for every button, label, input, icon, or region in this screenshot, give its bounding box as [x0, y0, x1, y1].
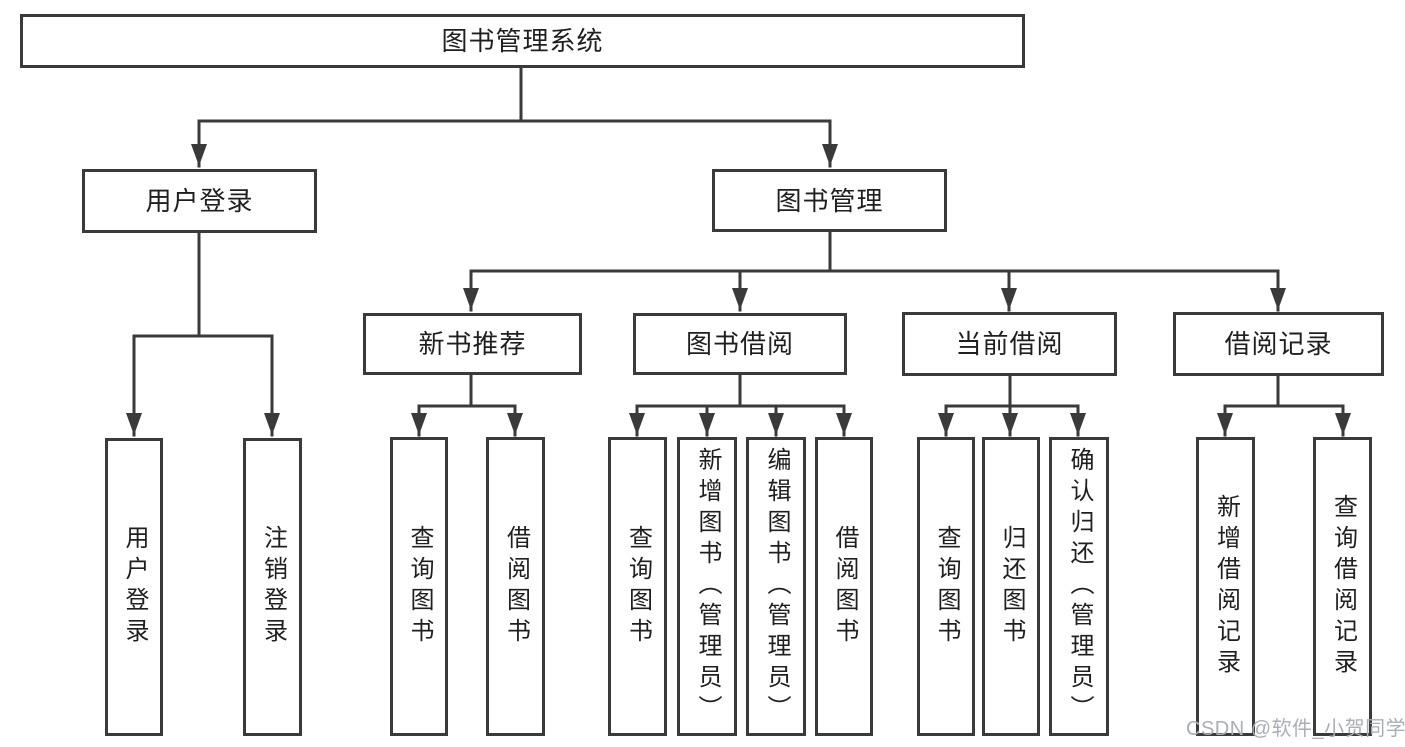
- node-current-borrow-label: 当前借阅: [955, 329, 1064, 359]
- csdn-watermark: CSDN @软件_小贺同学: [1186, 718, 1405, 740]
- leaf-edit-book-admin: 编辑图书（管理员）: [746, 437, 806, 736]
- node-user-login: 用户登录: [82, 169, 317, 233]
- leaf-query-books-2-label: 查询图书: [624, 524, 652, 649]
- node-borrow-records-label: 借阅记录: [1224, 329, 1333, 359]
- leaf-return-book: 归还图书: [982, 437, 1040, 736]
- leaf-query-borrow-record-label: 查询借阅记录: [1329, 493, 1357, 680]
- leaf-edit-book-admin-label: 编辑图书（管理员）: [763, 447, 790, 726]
- leaf-query-borrow-record: 查询借阅记录: [1313, 437, 1372, 736]
- leaf-query-books-3-label: 查询图书: [933, 524, 960, 649]
- leaf-add-borrow-record-label: 新增借阅记录: [1212, 493, 1240, 680]
- tree-trunk-lines: [132, 66, 1345, 408]
- node-root-label: 图书管理系统: [441, 26, 604, 56]
- leaf-add-book-admin: 新增图书（管理员）: [677, 437, 737, 736]
- leaf-logout: 注销登录: [243, 438, 302, 736]
- node-book-borrow: 图书借阅: [633, 313, 847, 375]
- leaf-borrow-books-1: 借阅图书: [486, 437, 545, 736]
- node-book-management-label: 图书管理: [775, 185, 884, 216]
- node-new-book-recommend-label: 新书推荐: [418, 329, 527, 359]
- leaf-user-login: 用户登录: [105, 438, 163, 736]
- leaf-query-books-3: 查询图书: [917, 437, 975, 736]
- leaf-query-books-1: 查询图书: [390, 437, 448, 736]
- leaf-query-books-1-label: 查询图书: [406, 524, 433, 649]
- node-current-borrow: 当前借阅: [902, 312, 1117, 376]
- leaf-add-book-admin-label: 新增图书（管理员）: [694, 447, 721, 726]
- node-root: 图书管理系统: [20, 14, 1025, 68]
- leaf-borrow-books-1-label: 借阅图书: [502, 524, 530, 649]
- node-book-management: 图书管理: [712, 169, 947, 232]
- leaf-confirm-return-admin: 确认归还（管理员）: [1049, 437, 1109, 736]
- leaf-add-borrow-record: 新增借阅记录: [1196, 437, 1255, 736]
- leaf-confirm-return-admin-label: 确认归还（管理员）: [1066, 447, 1093, 726]
- node-user-login-label: 用户登录: [145, 186, 254, 216]
- leaf-logout-label: 注销登录: [259, 525, 287, 649]
- leaf-return-book-label: 归还图书: [998, 524, 1025, 649]
- leaf-user-login-label: 用户登录: [121, 525, 148, 649]
- node-borrow-records: 借阅记录: [1173, 312, 1384, 376]
- node-new-book-recommend: 新书推荐: [363, 313, 582, 375]
- leaf-borrow-books-2-label: 借阅图书: [831, 524, 858, 649]
- leaf-query-books-2: 查询图书: [608, 437, 667, 736]
- node-book-borrow-label: 图书借阅: [685, 329, 794, 359]
- leaf-borrow-books-2: 借阅图书: [815, 437, 873, 736]
